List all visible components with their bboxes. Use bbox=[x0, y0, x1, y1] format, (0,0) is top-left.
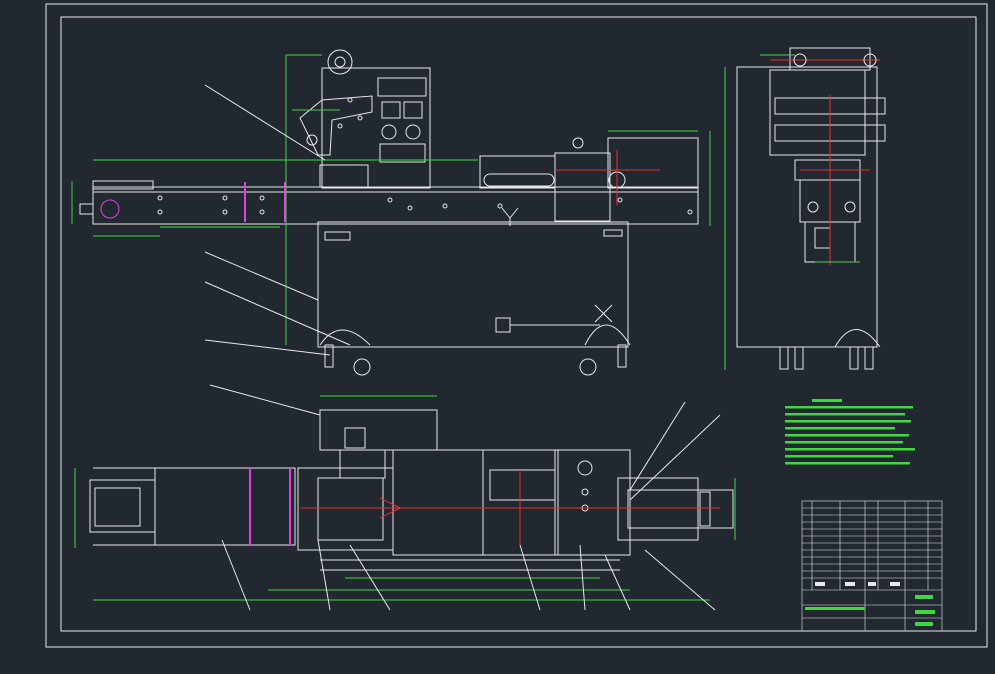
plan-view bbox=[74, 384, 736, 611]
inner-border bbox=[60, 16, 977, 632]
technical-notes bbox=[785, 399, 915, 465]
front-elevation bbox=[71, 49, 711, 376]
title-block bbox=[801, 500, 943, 632]
side-elevation bbox=[724, 47, 886, 370]
outer-border bbox=[45, 3, 988, 648]
